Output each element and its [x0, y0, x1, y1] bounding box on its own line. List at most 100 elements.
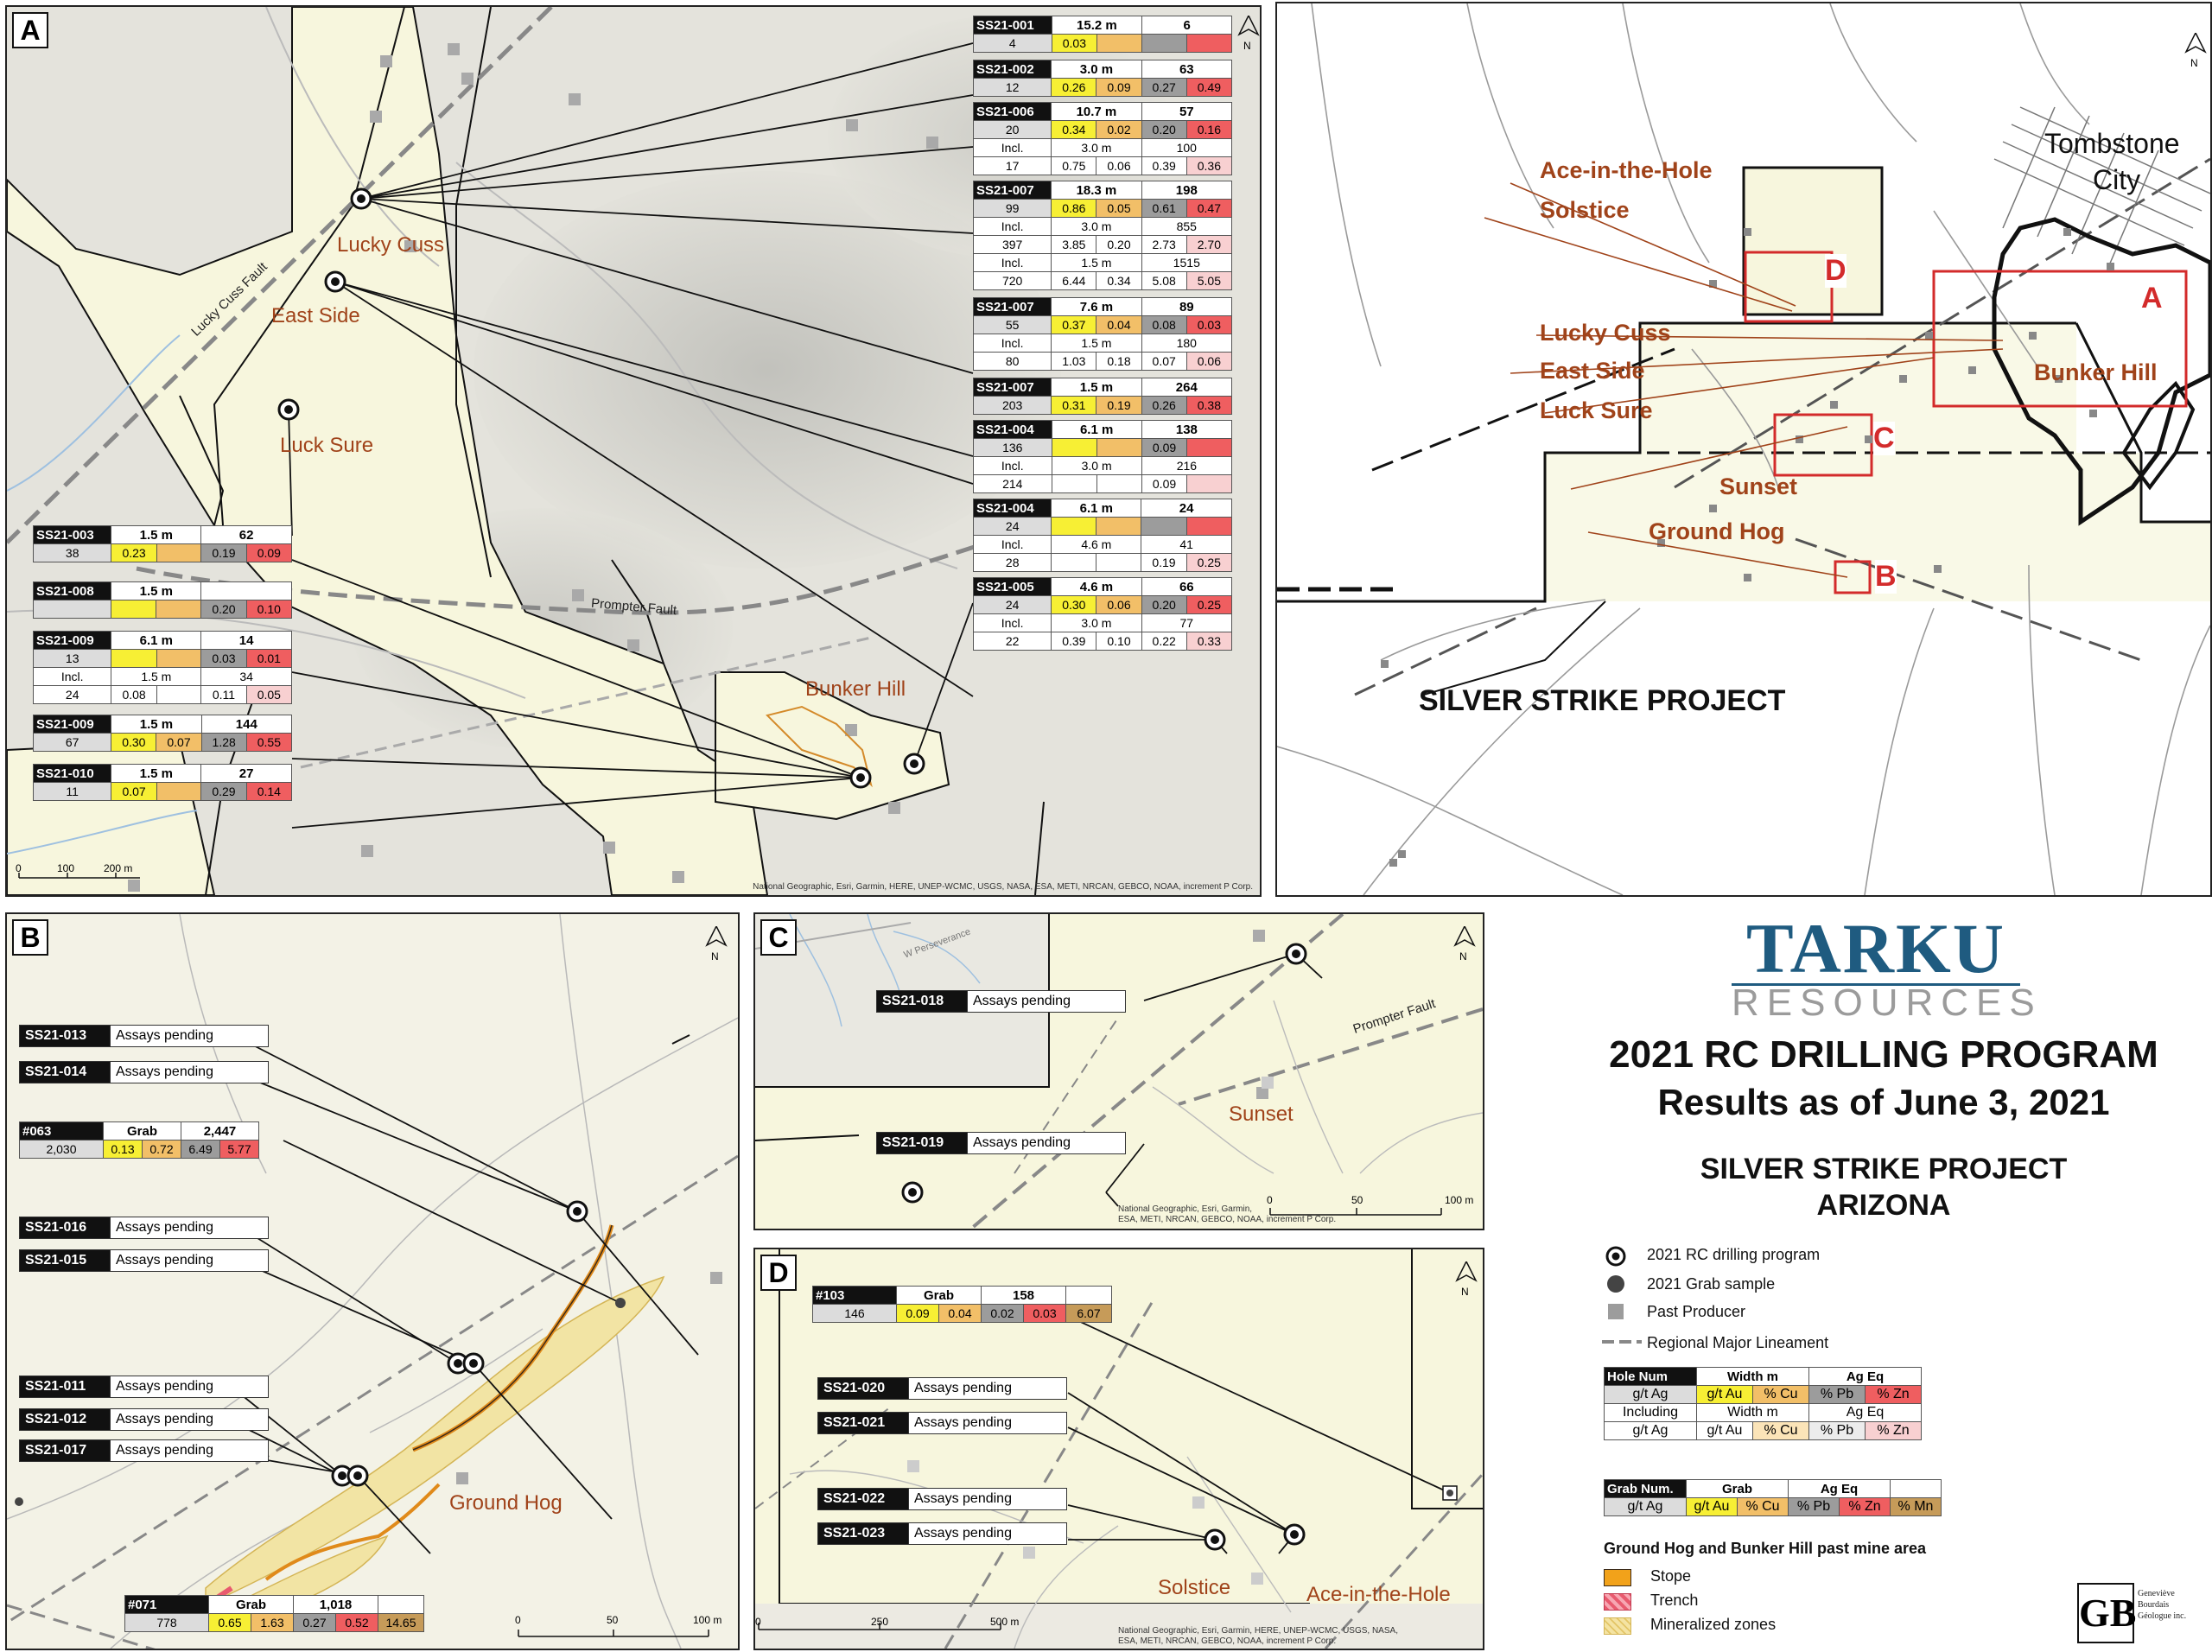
map-panel-c[interactable]: C N Sunset Prompter Fault W Perseverance…	[753, 912, 1484, 1230]
assay-cu: 0.02	[1096, 120, 1142, 139]
incl-assay-ag: 17	[972, 156, 1052, 175]
grab-unit-ag: g/t Ag	[1604, 1497, 1687, 1516]
incl-ageq: 100	[1141, 138, 1233, 157]
incl-assay-zn: 0.33	[1185, 632, 1233, 651]
incl-assay-au: 1.03	[1051, 352, 1097, 371]
assay-au: 0.03	[1051, 34, 1098, 53]
grab-mn: 6.07	[1065, 1304, 1112, 1323]
assay-pb: 0.29	[200, 782, 247, 801]
incl-assay-cu	[1096, 474, 1142, 493]
incl-label: Incl.	[972, 535, 1052, 554]
assay-ag: 24	[972, 517, 1052, 536]
town-tombstone: Tombstone	[2044, 128, 2180, 159]
incl-assay-zn: 0.06	[1185, 352, 1233, 371]
assay-pb: 0.08	[1141, 315, 1187, 334]
legend-stope: Stope	[1650, 1567, 1692, 1585]
incl-assay-pb: 5.08	[1141, 271, 1187, 290]
incl-ageq: 216	[1141, 456, 1233, 475]
legend-grab-type: Grab	[1686, 1479, 1789, 1498]
incl-assay-ag: 214	[973, 474, 1052, 493]
assay-zn	[1185, 517, 1233, 536]
scale-d-500: 500 m	[990, 1616, 1020, 1628]
incl-assay-pb: 0.11	[200, 685, 247, 704]
grab-cu: 0.04	[938, 1304, 982, 1323]
incl-ageq: 855	[1141, 217, 1233, 236]
scale-a-200: 200 m	[104, 862, 133, 874]
incl-label: Incl.	[972, 138, 1052, 157]
hole-number: SS21-004	[972, 499, 1052, 518]
scale-c-0: 0	[1267, 1194, 1273, 1206]
grab-type: Grab	[208, 1595, 294, 1614]
legend-ageq: Ag Eq	[1808, 1367, 1922, 1386]
place-ace-in-the-hole: Ace-in-the-Hole	[1306, 1583, 1451, 1606]
legend-trench: Trench	[1650, 1592, 1699, 1609]
panel-d-credit-1: National Geographic, Esri, Garmin, HERE,…	[1118, 1626, 1398, 1636]
title-line-3: SILVER STRIKE PROJECT	[1700, 1153, 2068, 1185]
incl-label: Incl.	[32, 667, 112, 686]
hole-number: SS21-007	[972, 378, 1052, 397]
overview-ace-in-the-hole: Ace-in-the-Hole	[1540, 157, 1713, 183]
assay-zn: 0.47	[1185, 199, 1233, 218]
pending-text: Assays pending	[967, 990, 1126, 1013]
north-label: N	[1459, 950, 1467, 963]
north-arrow-c: N	[1453, 924, 1476, 963]
hole-ageq: 89	[1141, 297, 1233, 316]
hole-ageq: 6	[1141, 16, 1232, 35]
hole-number: SS21-019	[876, 1132, 968, 1154]
assay-au: 0.37	[1051, 315, 1097, 334]
incl-assay-pb: 0.19	[1141, 553, 1187, 572]
hole-number: SS21-003	[32, 525, 112, 544]
map-panel-overview[interactable]: N Tombstone City Ace-in-the-Hole Solstic…	[1275, 2, 2212, 897]
incl-label: Incl.	[972, 613, 1052, 632]
map-panel-d[interactable]: D N Solstice Ace-in-the-Hole 0 250 500 m…	[753, 1248, 1484, 1650]
map-panel-a[interactable]: A N Lucky Cuss East Side Luck Sure Bunke…	[5, 5, 1262, 897]
hole-number: SS21-015	[19, 1249, 111, 1272]
unit-zn-light: % Zn	[1865, 1421, 1922, 1440]
incl-width: 1.5 m	[1051, 334, 1142, 353]
gb-mark: GB	[2077, 1583, 2136, 1643]
logo-resources: RESOURCES	[1732, 982, 2043, 1024]
incl-assay-pb: 0.07	[1141, 352, 1187, 371]
north-arrow-icon	[1453, 924, 1476, 947]
hole-width: 18.3 m	[1051, 181, 1142, 200]
panel-c-credit-2: ESA, METI, NRCAN, GEBCO, NOAA, increment…	[1118, 1215, 1337, 1224]
pending-text: Assays pending	[110, 1061, 269, 1083]
assay-zn: 0.25	[1185, 595, 1233, 614]
pending-text: Assays pending	[110, 1025, 269, 1047]
hole-ageq: 144	[200, 715, 293, 734]
grab-ageq: 158	[981, 1286, 1066, 1305]
hole-width: 6.1 m	[1051, 499, 1142, 518]
box-label-c: C	[1873, 422, 1895, 455]
incl-assay-au: 0.39	[1051, 632, 1097, 651]
grab-id: #063	[19, 1121, 104, 1141]
assay-au: 0.26	[1051, 78, 1097, 97]
place-luck-sure: Luck Sure	[280, 434, 374, 457]
panel-c-basemap	[755, 914, 1483, 1229]
assay-au: 0.31	[1051, 396, 1097, 415]
pending-text: Assays pending	[110, 1408, 269, 1431]
north-arrow-d: N	[1455, 1260, 1478, 1298]
place-ground-hog: Ground Hog	[449, 1491, 563, 1515]
assay-cu: 0.05	[1096, 199, 1142, 218]
hole-number: SS21-012	[19, 1408, 111, 1431]
grab-unit-pb: % Pb	[1788, 1497, 1840, 1516]
pending-text: Assays pending	[967, 1132, 1126, 1154]
legend-grab-table: Grab Num. Grab Ag Eq g/t Ag g/t Au % Cu …	[1604, 1479, 1942, 1516]
incl-assay-au: 0.08	[111, 685, 157, 704]
grab-pb: 6.49	[181, 1140, 220, 1159]
grab-zn: 5.77	[219, 1140, 259, 1159]
incl-label: Incl.	[972, 334, 1052, 353]
assay-pb	[1141, 517, 1187, 536]
incl-label: Incl.	[972, 217, 1052, 236]
overview-east-side: East Side	[1540, 358, 1645, 384]
scale-b-100: 100 m	[693, 1614, 722, 1626]
